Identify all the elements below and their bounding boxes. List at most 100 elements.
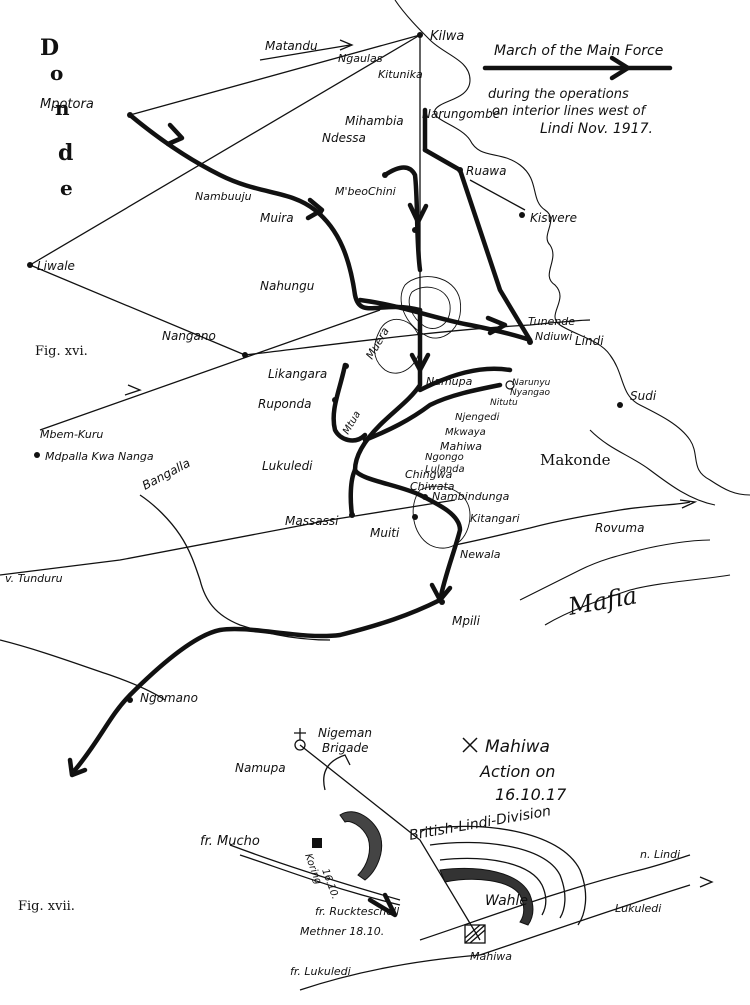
label-mdpalla: Mdpalla Kwa Nanga	[45, 450, 154, 463]
label-rovuma: Rovuma	[595, 521, 644, 535]
fig17-label-n-lindi: n. Lindi	[640, 848, 680, 861]
british-arc-2	[429, 841, 566, 919]
label-muira: Muira	[260, 211, 294, 225]
legend-line-2: on interior lines west of	[492, 104, 648, 119]
fig17-label-fr-mucho: fr. Mucho	[200, 834, 260, 849]
marker-nangano	[242, 352, 248, 358]
fig17-title-2: Action on	[479, 762, 555, 781]
label-muera: Muera	[363, 325, 392, 362]
road-kilwa-mpotora	[129, 34, 421, 116]
mahiwa-fort	[464, 924, 486, 944]
fig17-caption: Fig. xvii.	[18, 899, 75, 914]
label-ndessa: Ndessa	[322, 131, 366, 145]
march-route-north	[127, 112, 423, 313]
label-nitutu: Nitutu	[490, 398, 518, 408]
fig17-label-koring-date: 16.10.	[319, 867, 340, 901]
mafia-shore	[544, 574, 731, 626]
label-chingwa: Chingwa	[405, 468, 453, 481]
road-nangano-lindi	[244, 319, 591, 356]
fig16-caption: Fig. xvi.	[35, 344, 88, 359]
marker-ndiuwi	[527, 339, 533, 345]
marker-kiswere	[519, 212, 525, 218]
road-liwale-nangano	[29, 264, 246, 356]
label-tunduru: v. Tunduru	[5, 572, 63, 585]
lukuledi-arrow	[699, 876, 714, 888]
fig17-label-nigeman: Nigeman	[318, 726, 372, 740]
koring-position	[339, 811, 383, 881]
label-mbemkuru: Mbem-Kuru	[40, 428, 103, 441]
marker-likangara	[343, 363, 349, 369]
marker-liwale	[27, 262, 33, 268]
methner-arrow	[367, 892, 398, 918]
marker-mpotora	[127, 112, 133, 118]
label-mpotora: Mpotora	[40, 97, 94, 112]
label-ngomano: Ngomano	[140, 691, 198, 705]
coastline	[394, 0, 750, 496]
label-nambindunga: Nambindunga	[432, 490, 510, 503]
label-namupa: Namupa	[426, 375, 473, 388]
label-nahungu: Nahungu	[260, 279, 315, 293]
label-mtua2: Mtua	[341, 409, 363, 436]
marker-sudi	[617, 402, 623, 408]
label-njengedi: Njengedi	[455, 412, 500, 423]
region-letter-4: d	[58, 140, 73, 166]
march-route-nahungu-ndiuwi	[357, 297, 533, 343]
label-lulanda: Lulanda	[425, 464, 465, 475]
rovuma-river	[454, 501, 691, 546]
label-mbeochini: M'beoChini	[335, 185, 396, 198]
march-route-lukuledi	[352, 467, 463, 603]
marker-ruponda	[332, 397, 338, 403]
label-narunyu: Narunyu	[512, 378, 551, 388]
mahiwa-fort-hatch	[464, 924, 486, 944]
label-sudi: Sudi	[630, 389, 657, 403]
label-muiti: Muiti	[370, 526, 400, 540]
road-tunduru	[0, 499, 456, 576]
label-tunende: Tunende	[528, 315, 575, 328]
label-mihambia: Mihambia	[345, 114, 404, 128]
march-arrow-3	[407, 202, 429, 225]
label-kitunika: Kitunika	[378, 68, 423, 81]
road-mbemkuru	[39, 309, 381, 431]
fig17-title-3: 16.10.17	[495, 785, 567, 804]
land-hint	[589, 429, 716, 506]
label-chiwata: Chiwata	[410, 480, 455, 493]
region-letter-5: e	[60, 176, 73, 200]
marker-muira	[317, 209, 323, 215]
koring-flag-icon	[312, 838, 322, 848]
british-arc-1	[419, 825, 587, 926]
river-south	[0, 639, 166, 701]
road-mbemkuru-arrow	[124, 384, 142, 396]
label-mpili: Mpili	[452, 614, 481, 628]
marker-ruawa	[457, 167, 463, 173]
marker-ngomano	[127, 697, 133, 703]
road-kiswere	[469, 179, 526, 211]
fig17-label-mahiwa: Mahiwa	[470, 950, 512, 963]
fig17-label-fr-lukuledi: fr. Lukuledi	[290, 965, 351, 978]
hill-contour-3	[374, 318, 421, 374]
marker-narunyu	[505, 380, 515, 390]
label-nangano: Nangano	[162, 329, 216, 343]
road-south	[299, 954, 481, 991]
label-matandu: Matandu	[265, 39, 318, 53]
namupa-cross	[294, 728, 306, 740]
fig17-label-methner: Methner 18.10.	[300, 925, 384, 938]
region-letter-3: n	[55, 96, 70, 120]
coastline-rovuma-mouth	[519, 539, 711, 601]
road-namupa	[299, 744, 481, 941]
label-nambuuju: Nambuuju	[195, 190, 252, 203]
label-kiswere: Kiswere	[530, 211, 577, 225]
label-mahiwa: Mahiwa	[440, 440, 482, 453]
matandu-arrow	[339, 39, 354, 51]
march-route-namupa-east	[417, 366, 513, 393]
region-letter-2: o	[50, 61, 63, 85]
label-ngaulas: Ngaulas	[338, 52, 383, 65]
label-liwale: Liwale	[37, 259, 75, 273]
march-route-ruawa	[422, 147, 533, 343]
label-kilwa: Kilwa	[430, 29, 464, 44]
legend-march-arrow	[609, 55, 631, 81]
marker-massassi	[349, 512, 355, 518]
marker-mdpalla	[34, 452, 40, 458]
march-route-mahiwa-loop	[362, 382, 503, 443]
march-arrow-5	[409, 352, 431, 373]
